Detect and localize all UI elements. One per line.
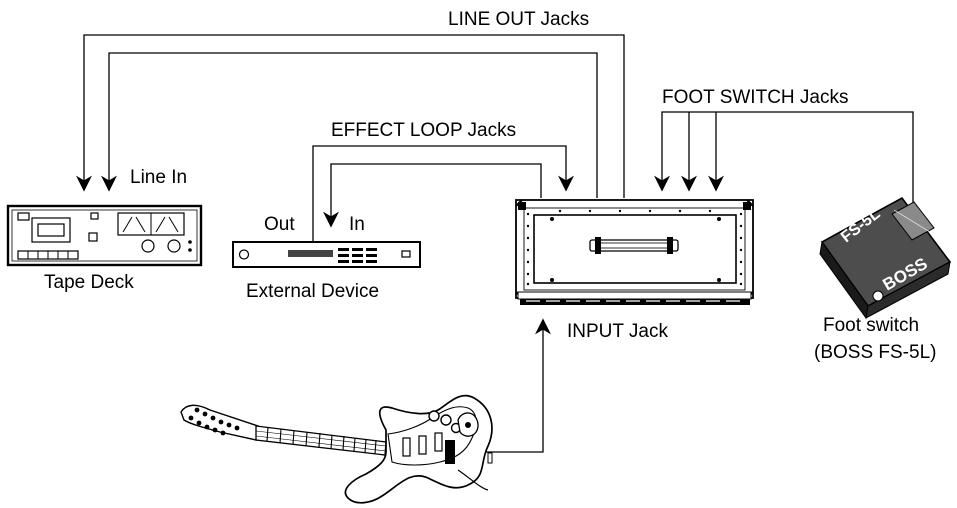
line-out-jacks-label: LINE OUT Jacks: [448, 9, 589, 30]
tape-deck-label: Tape Deck: [44, 272, 134, 293]
external-device-label: External Device: [246, 281, 379, 302]
foot-switch-label: Foot switch: [823, 315, 919, 336]
out-label: Out: [264, 214, 295, 235]
foot-switch-jacks-label: FOOT SWITCH Jacks: [662, 87, 848, 108]
line-in-label: Line In: [130, 167, 187, 188]
effect-loop-jacks-label: EFFECT LOOP Jacks: [331, 120, 516, 141]
in-label: In: [349, 214, 365, 235]
foot-switch-cables: [654, 111, 914, 215]
input-jack-label: INPUT Jack: [567, 321, 669, 342]
external-device: [232, 241, 421, 268]
input-cable: [462, 318, 551, 453]
tape-deck: [6, 204, 203, 267]
effect-loop-cables: [312, 145, 574, 242]
amplifier: [515, 199, 754, 305]
foot-switch-model-label: (BOSS FS-5L): [814, 342, 936, 363]
electric-guitar: [180, 394, 493, 504]
foot-switch-pedal: FS-5L BOSS: [819, 196, 952, 320]
line-out-cables: [76, 34, 625, 198]
